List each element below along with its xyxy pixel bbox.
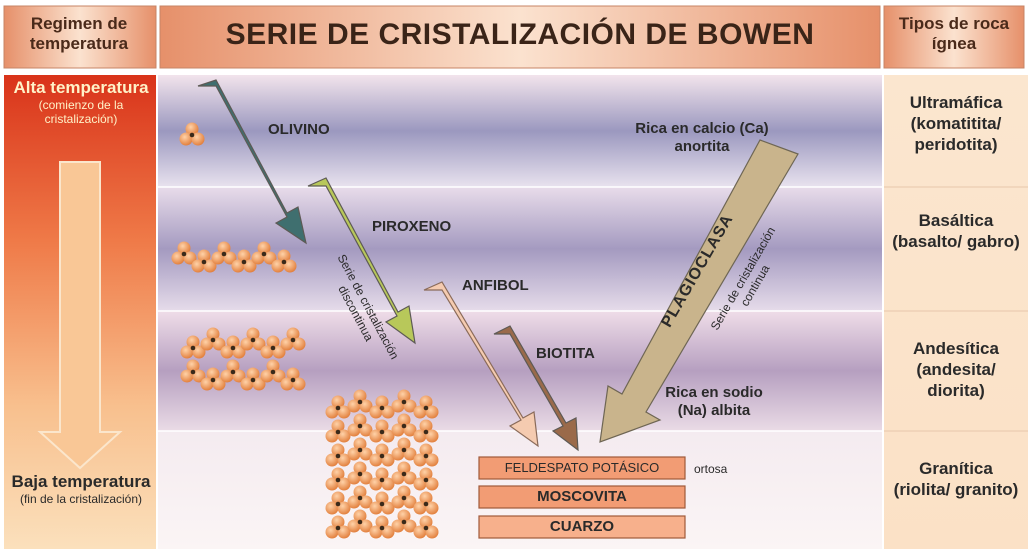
ortosa-note: ortosa <box>694 462 728 476</box>
mineral-olivino: OLIVINO <box>268 121 330 138</box>
diagram-title: SERIE DE CRISTALIZACIÓN DE BOWEN <box>225 18 815 51</box>
rock-type-examples: (andesita/ diorita) <box>916 360 996 400</box>
rock-type-name: Granítica <box>919 459 993 478</box>
high-temperature-note: (comienzo de la cristalización) <box>38 98 124 126</box>
rock-type-examples: (riolita/ granito) <box>893 480 1019 499</box>
low-temperature-label: Baja temperatura (fin de la cristalizaci… <box>8 472 154 506</box>
rock-types-header: Tipos de roca ígnea <box>898 14 1010 53</box>
rock-type-basaltica: Basáltica (basalto/ gabro) <box>886 210 1026 252</box>
rock-type-name: Basáltica <box>918 211 994 230</box>
cuarzo-label: CUARZO <box>549 518 615 535</box>
moscovita-box <box>478 485 686 509</box>
rock-type-examples: (basalto/ gabro) <box>892 232 1020 251</box>
high-temperature-label: Alta temperatura (comienzo de la cristal… <box>8 78 154 126</box>
rock-type-andesitica: Andesítica (andesita/ diorita) <box>886 338 1026 401</box>
mineral-biotita: BIOTITA <box>536 345 595 362</box>
temperature-regime-header: Regimen de temperatura <box>29 14 129 53</box>
olivino-arrow <box>197 79 307 245</box>
low-temperature-note: (fin de la cristalización) <box>19 492 143 506</box>
cuarzo-box <box>478 515 686 539</box>
mineral-piroxeno: PIROXENO <box>372 218 452 235</box>
rock-type-name: Andesítica <box>913 339 999 358</box>
feldespato-box <box>478 456 686 480</box>
mineral-anfibol: ANFIBOL <box>462 277 529 294</box>
rock-type-name: Ultramáfica <box>909 93 1003 112</box>
feldespato-label: FELDESPATO POTÁSICO <box>504 460 660 475</box>
sodium-end-label: Rica en sodio (Na) albita <box>665 384 763 419</box>
piroxeno-arrow <box>307 177 416 345</box>
rock-type-examples: (komatitita/ peridotita) <box>910 114 1002 154</box>
calcium-end-label: Rica en calcio (Ca) anortita <box>635 120 769 155</box>
anfibol-arrow <box>423 281 539 448</box>
plagioclasa-arrow <box>599 139 799 443</box>
biotita-arrow <box>493 325 579 452</box>
rock-type-granitica: Granítica (riolita/ granito) <box>886 458 1026 500</box>
rock-type-ultramafica: Ultramáfica (komatitita/ peridotita) <box>886 92 1026 155</box>
low-temperature-title: Baja temperatura <box>11 472 151 491</box>
high-temperature-title: Alta temperatura <box>13 78 149 97</box>
moscovita-label: MOSCOVITA <box>537 488 627 505</box>
